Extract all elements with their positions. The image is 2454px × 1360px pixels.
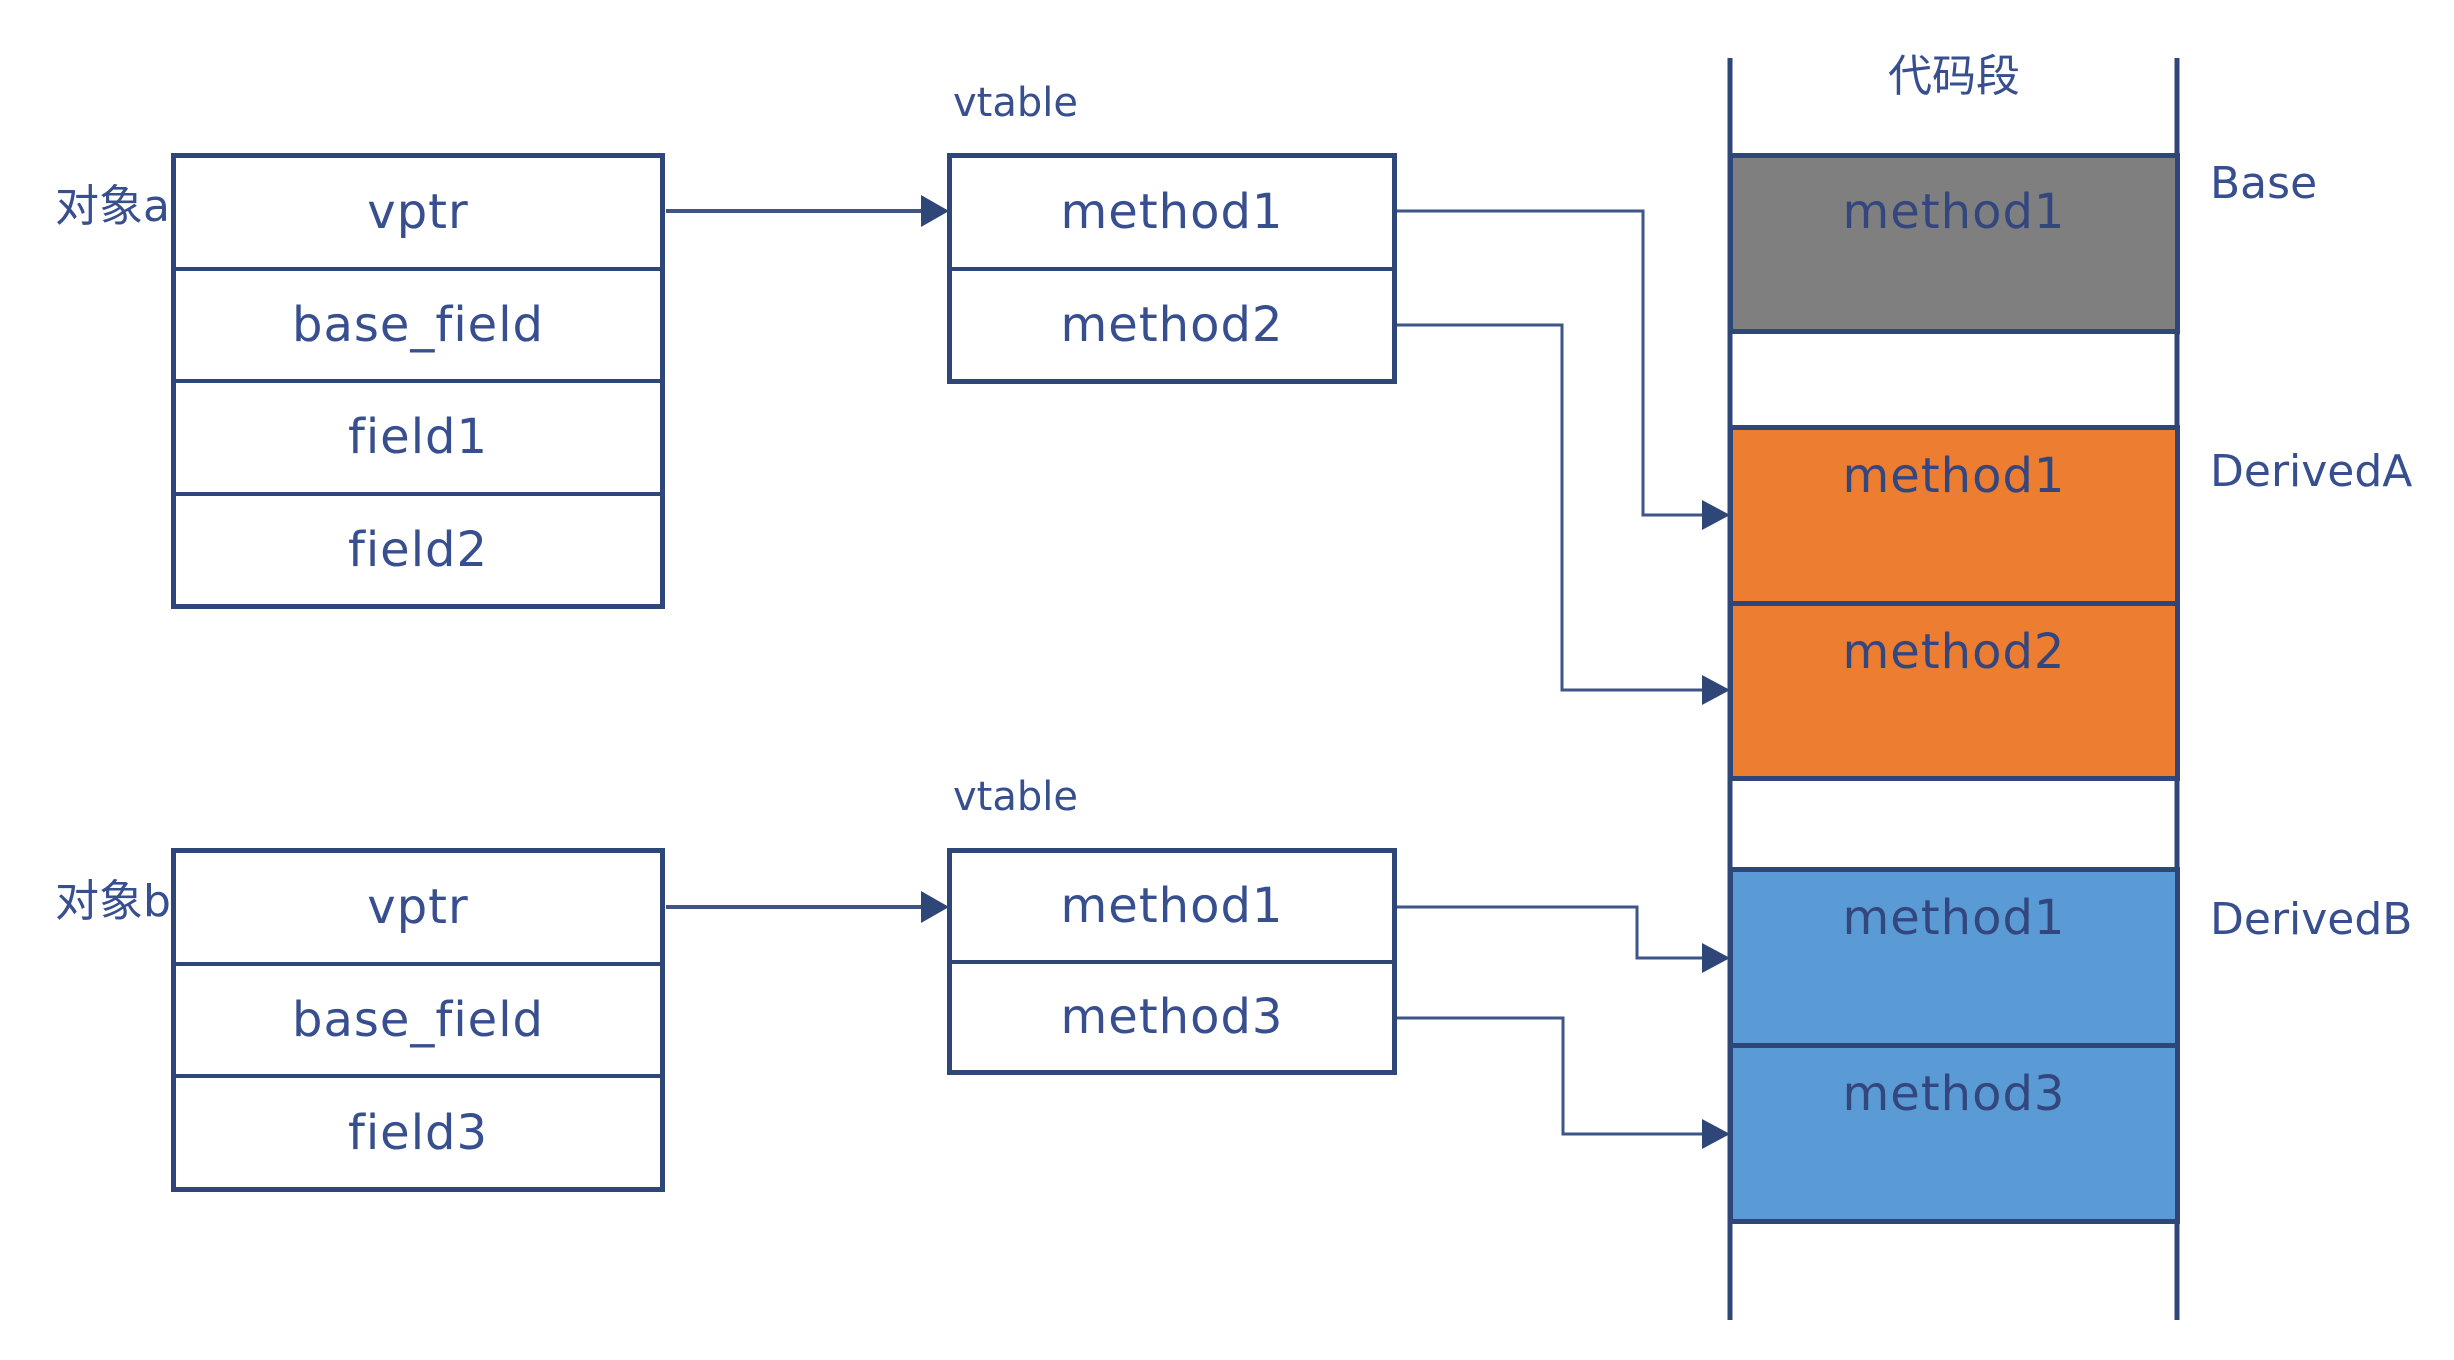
object-a-row-vptr: vptr xyxy=(367,184,469,241)
vtable-a-row-method2: method2 xyxy=(952,266,1392,380)
vtable-a-label: vtable xyxy=(953,80,1078,126)
arrow-line-vtablea-method1 xyxy=(1397,209,1704,517)
arrow-line-vtablea-method2 xyxy=(1397,323,1704,692)
code-base-block: method1 xyxy=(1728,153,2180,334)
arrow-line-vtableb-method3 xyxy=(1397,1016,1704,1136)
object-a-box: vptr base_field field1 field2 xyxy=(171,153,665,609)
code-base-label: Base xyxy=(2210,158,2318,209)
code-segment-title: 代码段 xyxy=(1888,51,2020,102)
object-b-box: vptr base_field field3 xyxy=(171,848,665,1192)
object-a-label: 对象a xyxy=(55,181,170,232)
object-b-row-vptr: vptr xyxy=(367,879,469,936)
arrowhead-icon xyxy=(1702,675,1730,705)
object-b-label: 对象b xyxy=(55,876,171,927)
vtable-a-row-method1: method1 xyxy=(1060,184,1284,241)
code-base-method1: method1 xyxy=(1842,184,2066,240)
object-b-row-field3: field3 xyxy=(176,1074,660,1187)
code-derivedb-block: method1 method3 xyxy=(1728,867,2180,1224)
code-derivedb-label: DerivedB xyxy=(2210,894,2413,945)
object-a-row-field2: field2 xyxy=(176,491,660,605)
arrowhead-icon xyxy=(921,195,949,227)
arrowhead-icon xyxy=(1702,1119,1730,1149)
code-deriveda-method2: method2 xyxy=(1733,600,2175,777)
vtable-b-box: method1 method3 xyxy=(947,848,1397,1075)
code-deriveda-method1: method1 xyxy=(1842,448,2066,504)
arrowhead-icon xyxy=(1702,943,1730,973)
object-b-row-base-field: base_field xyxy=(176,961,660,1075)
vtable-b-row-method1: method1 xyxy=(1060,878,1284,935)
object-a-row-base-field: base_field xyxy=(176,266,660,380)
arrowhead-icon xyxy=(1702,500,1730,530)
code-derivedb-method1: method1 xyxy=(1842,890,2066,946)
code-deriveda-block: method1 method2 xyxy=(1728,425,2180,781)
vtable-b-label: vtable xyxy=(953,774,1078,820)
arrowhead-icon xyxy=(921,891,949,923)
code-derivedb-method3: method3 xyxy=(1733,1043,2175,1219)
code-deriveda-label: DerivedA xyxy=(2210,446,2413,497)
vtable-b-row-method3: method3 xyxy=(952,959,1392,1071)
object-a-row-field1: field1 xyxy=(176,379,660,492)
arrow-line-vtableb-method1 xyxy=(1397,905,1704,960)
vtable-a-box: method1 method2 xyxy=(947,153,1397,384)
